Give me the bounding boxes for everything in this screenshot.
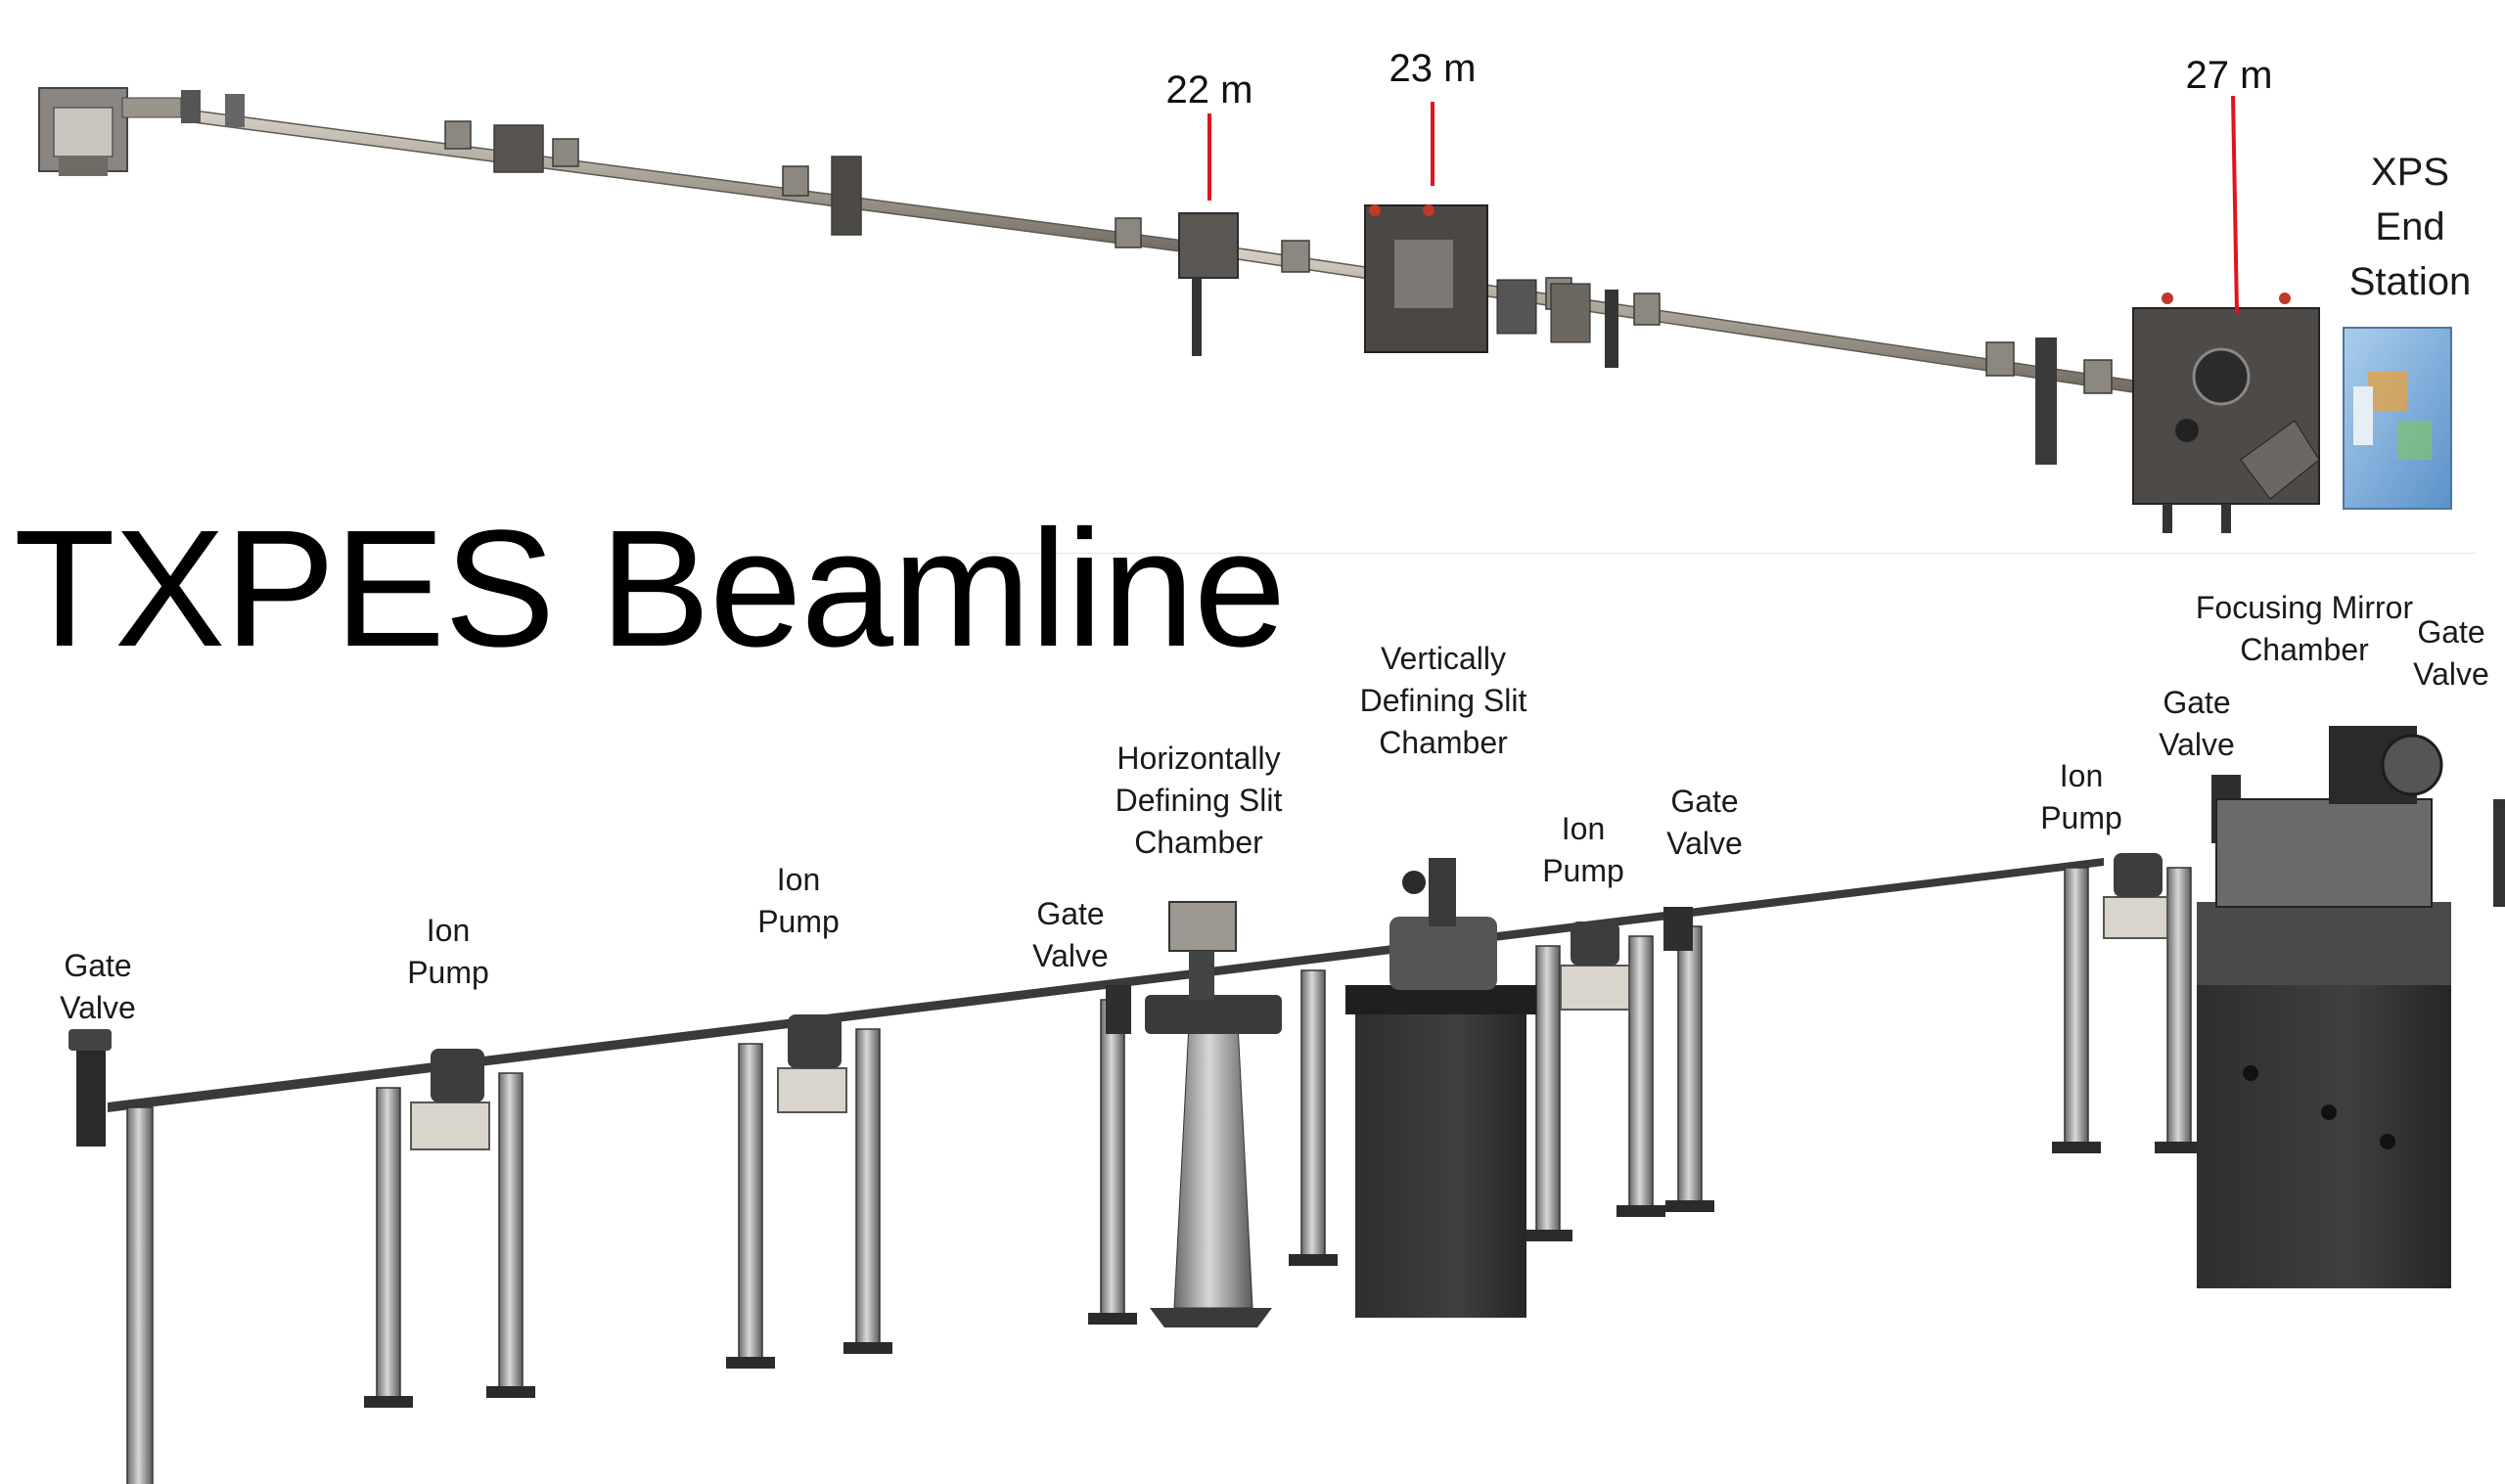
label-gate-valve-4: Gate Valve bbox=[2159, 685, 2235, 762]
beam-pipe bbox=[185, 109, 2154, 396]
label-ion-pump-4: Ion Pump bbox=[2040, 758, 2122, 835]
side-view-drawing bbox=[68, 726, 2505, 1484]
chamber-22m bbox=[1178, 212, 1239, 356]
label-gate-valve-2: Gate Valve bbox=[1032, 896, 1109, 973]
side-gate-valve-1 bbox=[68, 1029, 112, 1147]
side-horizontal-slit-chamber bbox=[1145, 901, 1282, 1327]
label-gate-valve-5: Gate Valve bbox=[2413, 614, 2489, 692]
side-ion-pump-2 bbox=[777, 1014, 847, 1113]
view-divider bbox=[979, 553, 2476, 554]
side-focusing-mirror-chamber bbox=[2197, 726, 2451, 1288]
side-vertical-slit-chamber bbox=[1345, 858, 1536, 1318]
label-gate-valve-3: Gate Valve bbox=[1666, 784, 1743, 861]
chamber-27m bbox=[2035, 292, 2320, 533]
label-horizontal-slit-chamber: Horizontally Defining Slit Chamber bbox=[1115, 741, 1283, 860]
top-view-drawing bbox=[38, 87, 2452, 533]
distance-marker-lines bbox=[1207, 95, 2239, 314]
side-ion-pump-3 bbox=[1560, 922, 1630, 1011]
distance-label-22m: 22 m bbox=[1165, 68, 1253, 112]
chamber-23m bbox=[1364, 204, 1618, 368]
side-ion-pump-4 bbox=[2103, 853, 2168, 939]
label-ion-pump-1: Ion Pump bbox=[407, 913, 489, 990]
stand-feet bbox=[364, 1142, 2204, 1408]
label-focusing-mirror-chamber: Focusing Mirror Chamber bbox=[2195, 590, 2414, 667]
marker-line-27m bbox=[2231, 95, 2239, 314]
distance-label-27m: 27 m bbox=[2185, 54, 2273, 97]
upstream-equipment bbox=[38, 87, 245, 176]
side-gate-valve-2 bbox=[1106, 985, 1131, 1034]
side-gate-valve-5 bbox=[2493, 799, 2505, 907]
label-gate-valve-1: Gate Valve bbox=[60, 948, 136, 1025]
label-ion-pump-3: Ion Pump bbox=[1542, 811, 1624, 888]
page-title: TXPES Beamline bbox=[14, 496, 1286, 682]
end-station-label: XPS End Station bbox=[2348, 151, 2472, 303]
xps-end-station bbox=[2343, 327, 2452, 510]
label-vertical-slit-chamber: Vertically Defining Slit Chamber bbox=[1359, 641, 1527, 760]
pipe-flanges bbox=[444, 120, 2113, 394]
side-gate-valve-3 bbox=[1663, 907, 1693, 951]
label-ion-pump-2: Ion Pump bbox=[757, 862, 840, 939]
distance-label-23m: 23 m bbox=[1389, 47, 1477, 90]
side-ion-pump-1 bbox=[410, 1049, 490, 1150]
support-stands bbox=[126, 867, 2192, 1484]
